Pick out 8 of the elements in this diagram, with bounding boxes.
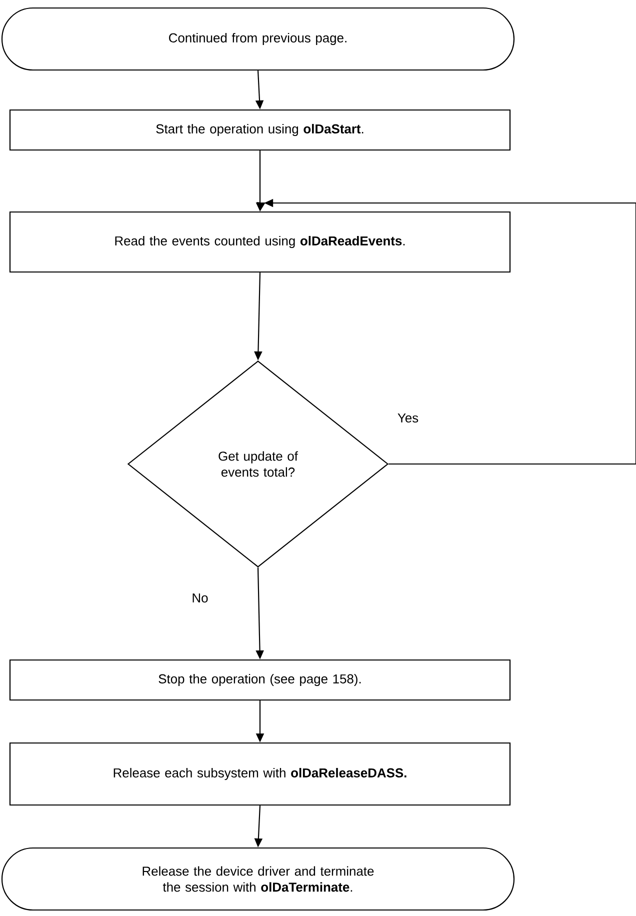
- process-box: Read the events counted using olDaReadEvents.: [9, 211, 511, 273]
- terminal-box: Continued from previous page.: [1, 7, 515, 71]
- process-box: Stop the operation (see page 158).: [9, 659, 511, 701]
- process-box: Start the operation using olDaStart.: [9, 109, 511, 151]
- edge-label: Yes: [396, 412, 420, 424]
- edge-label: No: [190, 592, 210, 604]
- terminal-box: Release the device driver and terminate the session with olDaTerminate.: [1, 847, 515, 911]
- process-box: Release each subsystem with olDaReleaseDASS.: [9, 742, 511, 806]
